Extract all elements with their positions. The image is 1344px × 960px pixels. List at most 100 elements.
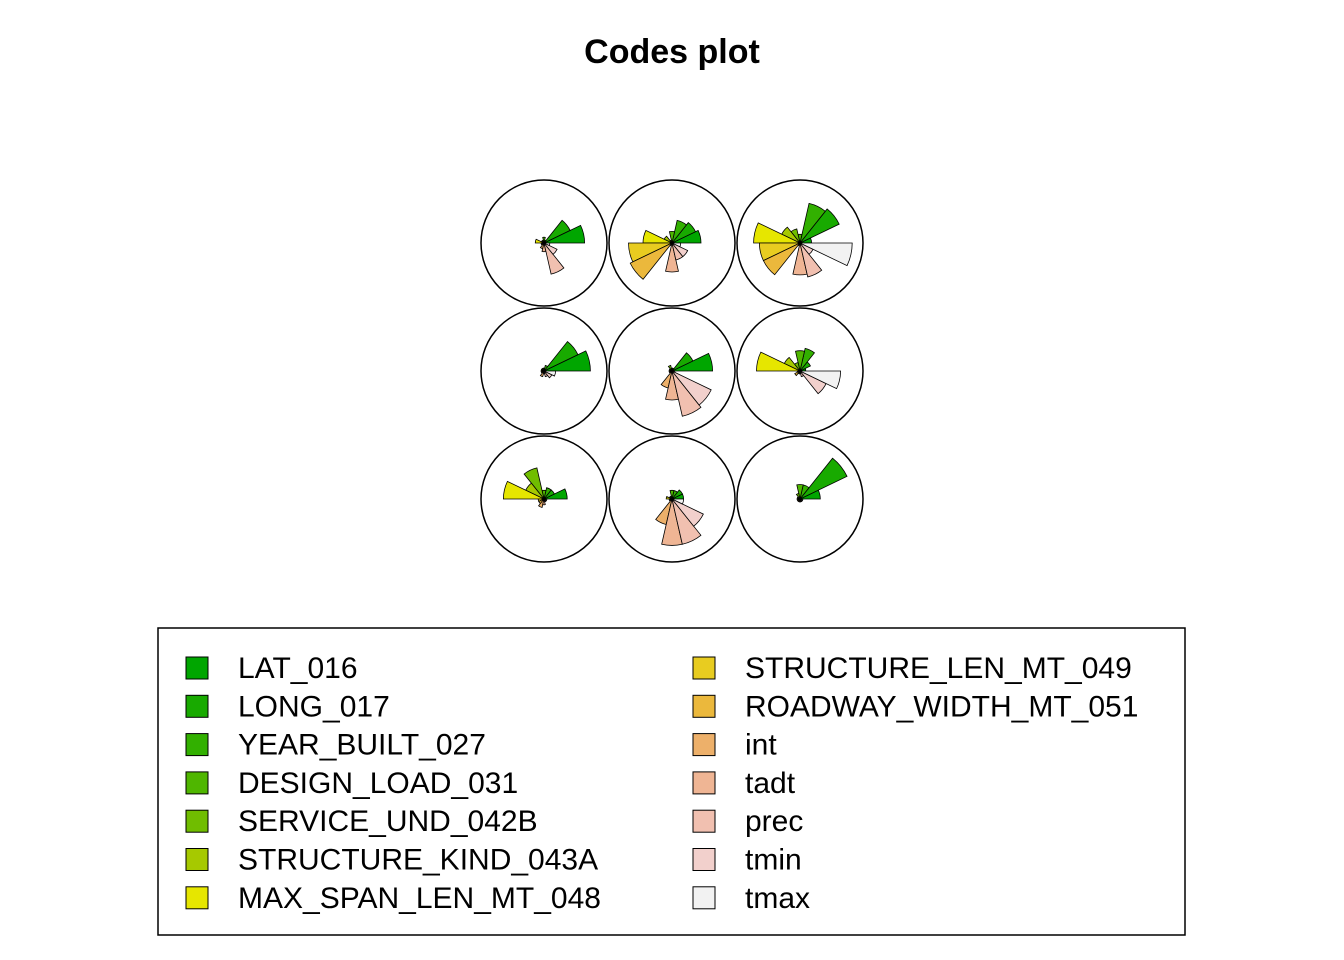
segment-tmax xyxy=(799,370,842,390)
star-glyph-1 xyxy=(480,179,608,307)
segment-year-built-027 xyxy=(671,219,688,244)
segment-long-017 xyxy=(671,352,694,372)
segment-lat-016 xyxy=(671,352,714,372)
legend-swatch xyxy=(185,656,209,680)
glyph-circle xyxy=(608,307,736,435)
segment-tmin xyxy=(543,242,558,255)
legend-label: STRUCTURE_KIND_043A xyxy=(238,844,598,877)
segment-long-017 xyxy=(543,340,579,372)
star-glyph-6 xyxy=(736,307,864,435)
legend-swatch xyxy=(692,656,716,680)
segment-prec xyxy=(671,498,702,545)
legend-label: SERVICE_UND_042B xyxy=(238,805,538,838)
legend-label: tadt xyxy=(745,767,796,800)
legend-swatch xyxy=(185,809,209,833)
glyph-circle xyxy=(736,435,864,563)
segment-year-built-027 xyxy=(799,202,826,244)
legend-swatch xyxy=(692,886,716,910)
segment-tmax xyxy=(543,370,557,377)
glyph-circle xyxy=(480,435,608,563)
legend-box xyxy=(157,627,1186,936)
legend-label: tmin xyxy=(745,844,802,877)
segment-prec xyxy=(543,242,565,275)
legend-swatch xyxy=(692,809,716,833)
segment-tmax xyxy=(671,498,685,505)
star-glyph-8 xyxy=(608,435,736,563)
segment-prec xyxy=(799,242,823,278)
segment-tadt xyxy=(665,242,679,273)
glyph-circle xyxy=(608,435,736,563)
segment-long-017 xyxy=(799,208,840,244)
star-glyph-9 xyxy=(736,435,864,563)
segment-tmax xyxy=(799,498,804,501)
segment-long-017 xyxy=(671,222,697,244)
glyph-circle xyxy=(480,307,608,435)
star-glyph-4 xyxy=(480,307,608,435)
legend-swatch xyxy=(692,771,716,795)
segment-prec xyxy=(671,370,702,417)
legend-label: STRUCTURE_LEN_MT_049 xyxy=(745,652,1132,685)
segment-tmax xyxy=(799,242,853,267)
legend-label: prec xyxy=(745,805,803,838)
segment-design-load-031 xyxy=(669,489,675,500)
segment-long-017 xyxy=(671,489,683,500)
segment-int xyxy=(538,498,545,508)
segment-max-span-len-mt-048 xyxy=(534,238,545,244)
legend-swatch xyxy=(185,848,209,871)
segment-tmin xyxy=(671,498,704,527)
star-glyph-grid xyxy=(480,179,864,563)
segment-tmax xyxy=(671,370,676,373)
segment-year-built-027 xyxy=(799,347,816,372)
segment-roadway-width-mt-051 xyxy=(762,242,801,276)
segment-max-span-len-mt-048 xyxy=(502,480,545,500)
segment-tmin xyxy=(671,370,712,406)
segment-int xyxy=(539,370,545,378)
segment-design-load-031 xyxy=(796,484,804,500)
segment-tmin xyxy=(671,242,689,258)
glyph-circle xyxy=(736,179,864,307)
legend-label: MAX_SPAN_LEN_MT_048 xyxy=(238,882,601,915)
segment-design-load-031 xyxy=(795,350,805,372)
segment-max-span-len-mt-048 xyxy=(665,495,673,500)
glyph-circle xyxy=(736,307,864,435)
segment-lat-016 xyxy=(543,224,586,244)
legend-label: ROADWAY_WIDTH_MT_051 xyxy=(745,690,1138,723)
star-glyph-3 xyxy=(736,179,864,307)
legend-swatch xyxy=(185,886,209,910)
segment-tmax xyxy=(543,242,551,247)
segment-service-und-042b xyxy=(523,467,545,500)
star-glyph-5 xyxy=(608,307,736,435)
legend-swatch xyxy=(185,733,209,757)
legend-label: LAT_016 xyxy=(238,652,358,685)
legend-swatch xyxy=(185,694,209,718)
segment-lat-016 xyxy=(543,350,591,372)
segment-max-span-len-mt-048 xyxy=(753,222,801,244)
segment-tadt xyxy=(542,498,546,506)
legend-swatch xyxy=(692,733,716,757)
segment-design-load-031 xyxy=(668,231,676,244)
segment-long-017 xyxy=(799,457,848,500)
glyph-circle xyxy=(608,179,736,307)
legend: LAT_016LONG_017YEAR_BUILT_027DESIGN_LOAD… xyxy=(185,652,1138,915)
star-glyph-7 xyxy=(480,435,608,563)
legend-swatch xyxy=(692,694,716,718)
legend-label: LONG_017 xyxy=(238,690,390,723)
glyph-circle xyxy=(480,179,608,307)
segment-tmax xyxy=(671,242,682,248)
segment-tmax xyxy=(543,498,548,501)
segment-roadway-width-mt-051 xyxy=(629,242,673,280)
segment-year-built-027 xyxy=(543,487,552,500)
legend-label: DESIGN_LOAD_031 xyxy=(238,767,518,800)
legend-swatch xyxy=(692,848,716,871)
segment-max-span-len-mt-048 xyxy=(756,351,801,372)
segment-long-017 xyxy=(543,219,571,244)
segment-year-built-027 xyxy=(543,364,549,372)
legend-label: tmax xyxy=(745,882,810,915)
legend-swatch xyxy=(185,771,209,795)
chart-title: Codes plot xyxy=(584,33,760,71)
legend-label: int xyxy=(745,729,777,762)
segment-design-load-031 xyxy=(542,236,546,244)
legend-label: YEAR_BUILT_027 xyxy=(238,729,486,762)
star-glyph-2 xyxy=(608,179,736,307)
